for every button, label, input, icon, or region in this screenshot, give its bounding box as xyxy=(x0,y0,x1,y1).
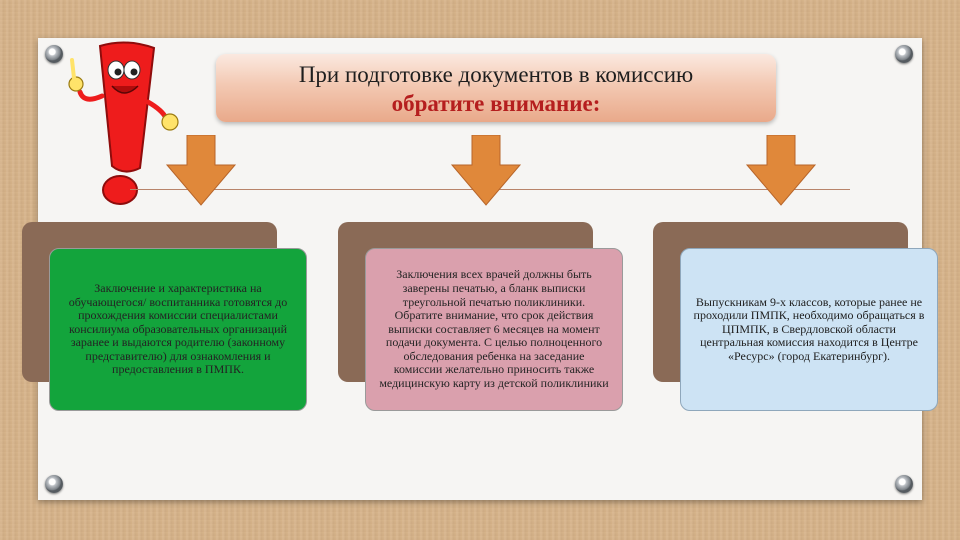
title-banner: При подготовке документов в комиссию обр… xyxy=(216,54,776,122)
info-card-medical: Заключения всех врачей должны быть завер… xyxy=(365,248,623,411)
arrow-down-icon xyxy=(450,135,522,206)
pushpin-icon xyxy=(45,475,63,493)
info-card-text: Заключение и характеристика на обучающег… xyxy=(68,280,288,377)
pushpin-icon xyxy=(895,45,913,63)
title-line-2: обратите внимание: xyxy=(391,91,601,116)
arrow-down-icon xyxy=(165,135,237,206)
exclamation-mascot-icon xyxy=(68,41,179,205)
arrow-down-icon xyxy=(745,135,817,206)
info-card-conclusion: Заключение и характеристика на обучающег… xyxy=(49,248,307,411)
pushpin-icon xyxy=(895,475,913,493)
info-card-text: Выпускникам 9-х классов, которые ранее н… xyxy=(693,294,925,363)
pushpin-icon xyxy=(45,45,63,63)
info-card-graduates: Выпускникам 9-х классов, которые ранее н… xyxy=(680,248,938,411)
info-card-text: Заключения всех врачей должны быть завер… xyxy=(379,267,609,391)
title-line-1: При подготовке документов в комиссию xyxy=(298,62,694,87)
